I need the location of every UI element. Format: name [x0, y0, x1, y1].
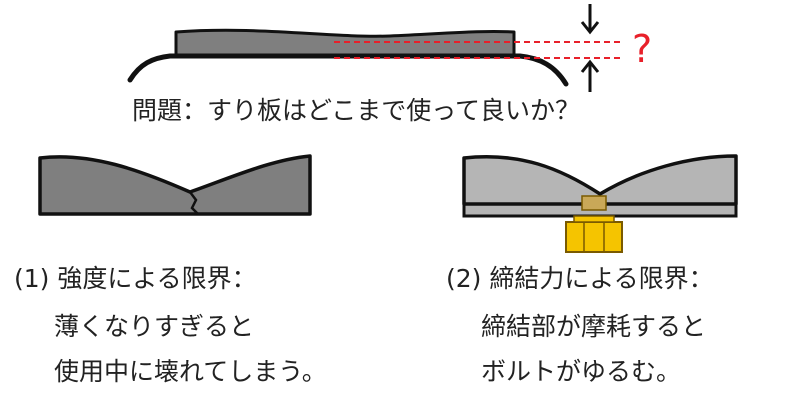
question-text: 問題：すり板はどこまで使って良いか？ [132, 96, 581, 125]
case2-line1: 締結部が摩耗すると [481, 312, 707, 341]
case1-line2: 使用中に壊れてしまう。 [54, 357, 327, 386]
worn-strip-top [174, 28, 516, 58]
shoe-body [127, 53, 569, 87]
crack-mark [189, 191, 199, 215]
case2-line2: ボルトがゆるむ。 [481, 357, 682, 386]
case1-line1: 薄くなりすぎると [54, 312, 255, 341]
bolt-nut [565, 215, 623, 253]
bolted-plate [462, 154, 738, 206]
question-mark-icon: ? [632, 27, 652, 71]
bolt-head-worn [581, 195, 607, 211]
thin-plate [38, 154, 312, 216]
arrow-down-icon [580, 4, 600, 35]
case2-title: (2) 締結力による限界： [446, 264, 714, 293]
arrow-up-icon [580, 59, 600, 92]
case1-title: (1) 強度による限界： [14, 264, 257, 293]
